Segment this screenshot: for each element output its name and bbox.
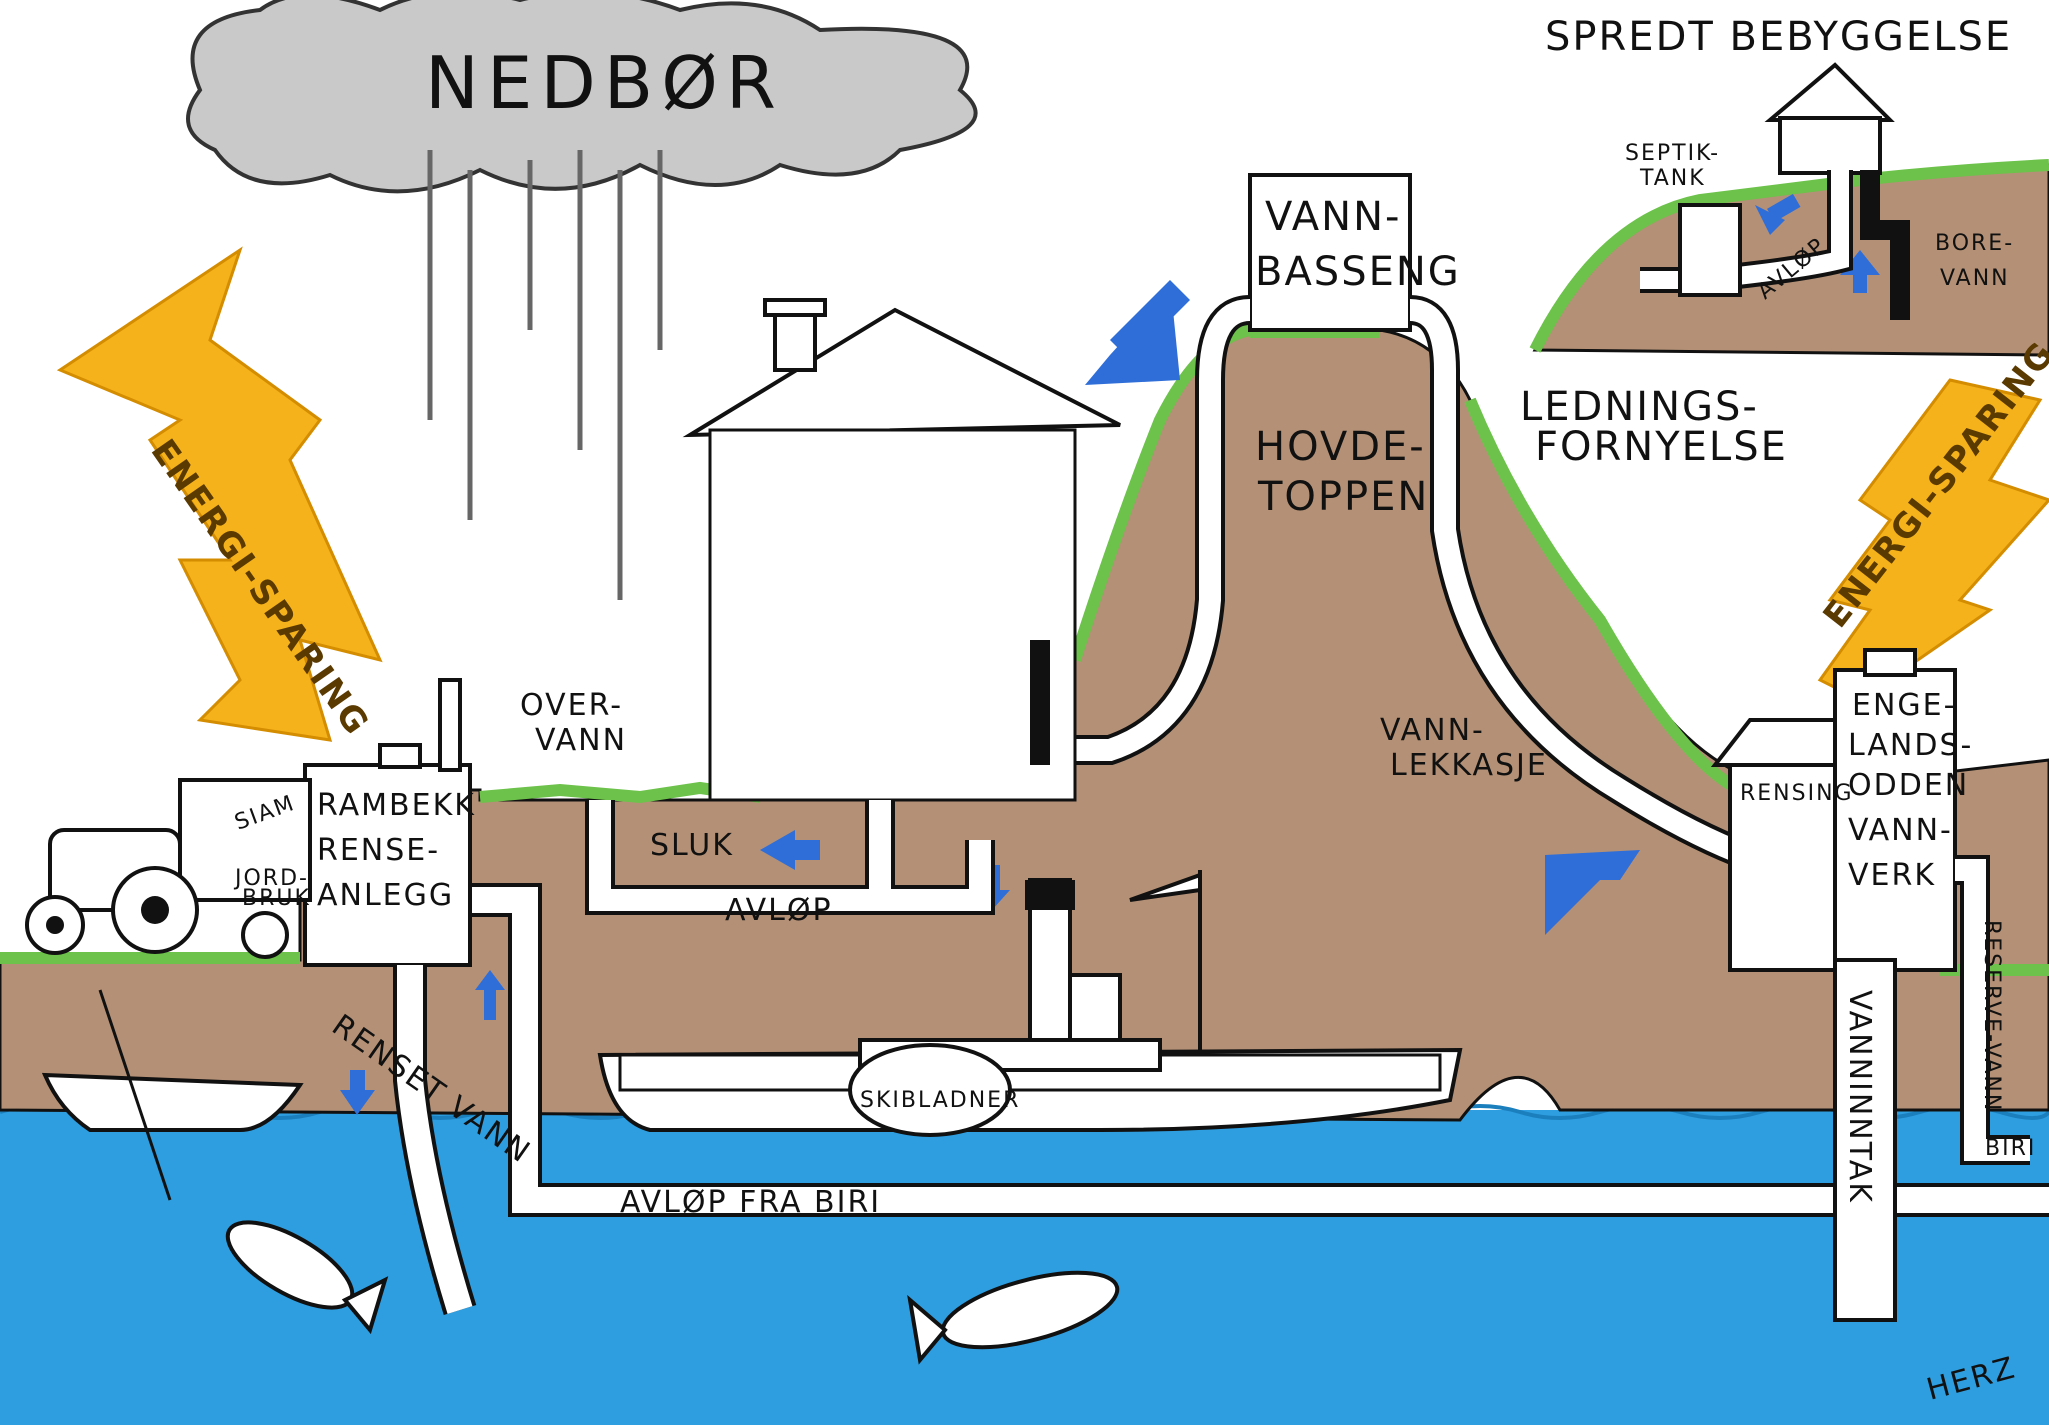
label-hovdetoppen-2: TOPPEN xyxy=(1257,474,1429,520)
label-nedbor: NEDBØR xyxy=(425,41,784,125)
water-reservoir xyxy=(1248,173,1412,332)
label-borevann-1: BORE- xyxy=(1935,231,2014,256)
label-rambekk-3: ANLEGG xyxy=(317,878,454,913)
house-icon xyxy=(1640,62,1910,320)
fish-icon xyxy=(907,1270,1120,1365)
label-overvann-1: OVER- xyxy=(520,688,623,723)
lightning-bolt-icon xyxy=(56,246,383,742)
label-vannbasseng-1: VANN- xyxy=(1265,194,1401,240)
label-septik-1: SEPTIK- xyxy=(1625,141,1720,166)
grass-mountain-right xyxy=(1464,397,1743,796)
label-borevann-2: VANN xyxy=(1940,266,2010,291)
label-vannlekkasje-1: VANN- xyxy=(1380,713,1485,748)
label-reservevann: RESERVE-VANN xyxy=(1979,920,2004,1112)
waterworks-building xyxy=(1710,648,1957,1322)
label-rambekk-2: RENSE- xyxy=(317,833,440,868)
rain-cloud-icon xyxy=(186,0,978,600)
label-rambekk-1: RAMBEKK xyxy=(317,788,476,823)
lightning-bolt-icon xyxy=(1817,378,2049,702)
tractor-icon xyxy=(25,778,312,959)
label-vannbasseng-2: BASSENG xyxy=(1255,249,1461,295)
label-hovdetoppen-1: HOVDE- xyxy=(1255,424,1426,470)
label-biri-small: BIRI xyxy=(1985,1136,2036,1161)
flow-arrow-icon xyxy=(1545,850,1640,935)
label-rensing: RENSING xyxy=(1740,781,1854,806)
flow-arrow-icon xyxy=(1755,193,1801,235)
label-vannlekkasje-2: LEKKASJE xyxy=(1390,748,1548,783)
rowboat-icon xyxy=(41,989,304,1201)
fish-icon xyxy=(225,1220,389,1335)
label-sluk: SLUK xyxy=(650,828,734,863)
steamboat-icon xyxy=(597,870,1463,1137)
label-vannverk-3: ODDEN xyxy=(1848,768,1969,803)
label-overvann-2: VANN xyxy=(535,723,627,758)
label-vannverk-4: VANN- xyxy=(1848,813,1953,848)
label-avlop-fra-biri: AVLØP FRA BIRI xyxy=(620,1185,881,1220)
flow-arrow-icon xyxy=(340,1070,375,1115)
label-spredt-bebyggelse: SPREDT BEBYGGELSE xyxy=(1545,14,2012,60)
treatment-plant xyxy=(303,678,472,967)
label-jordbruk-1: JORD- xyxy=(233,866,309,891)
label-jordbruk-2: BRUK xyxy=(242,886,311,911)
lake-water xyxy=(0,1110,2049,1425)
flow-arrow-icon xyxy=(475,970,505,1020)
label-avlop: AVLØP xyxy=(725,893,833,928)
label-vannverk-2: LANDS- xyxy=(1848,728,1973,763)
label-ledning-1: LEDNINGS- xyxy=(1520,384,1759,430)
water-pipe-house xyxy=(1030,640,1050,765)
flow-arrow-icon xyxy=(1085,280,1190,385)
label-vannverk-5: VERK xyxy=(1848,858,1936,893)
flow-arrow-icon xyxy=(760,830,820,870)
label-ledning-2: FORNYELSE xyxy=(1535,424,1788,470)
label-septik-2: TANK xyxy=(1639,166,1706,191)
label-vannverk-1: ENGE- xyxy=(1852,688,1956,723)
label-vanninntak: VANNINNTAK xyxy=(1842,990,1877,1204)
grass-upper-hill xyxy=(1529,159,2049,353)
house-icon xyxy=(682,298,1121,802)
label-skibladner: SKIBLADNER xyxy=(860,1088,1020,1113)
